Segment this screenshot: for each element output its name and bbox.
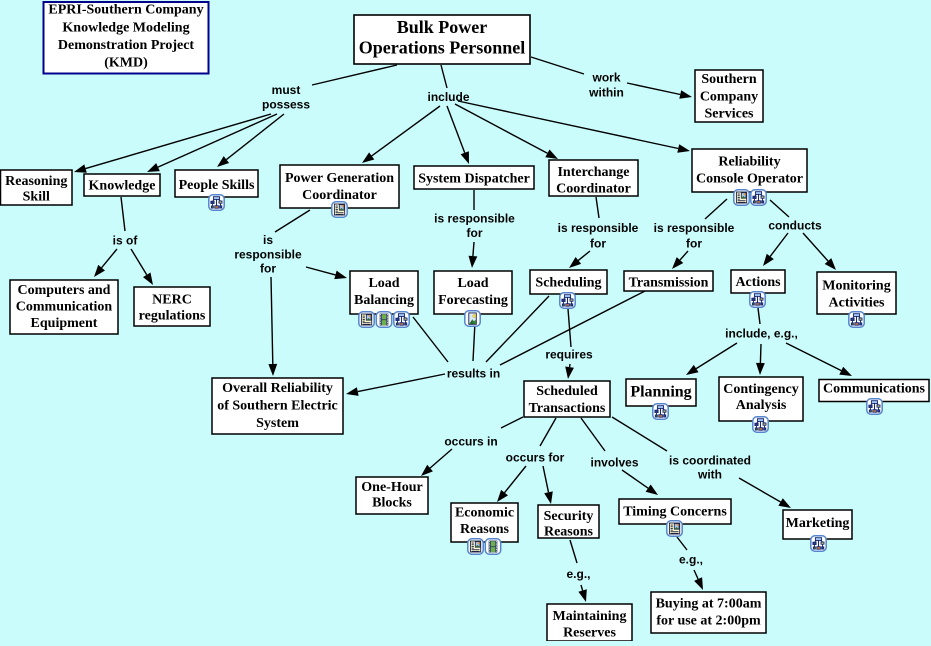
svg-text:possess: possess [262,98,310,112]
svg-text:Interchange: Interchange [557,165,629,180]
svg-text:for: for [467,226,483,240]
svg-text:Scheduled: Scheduled [536,384,598,399]
svg-text:Coordinator: Coordinator [556,182,631,197]
svg-text:Bulk Power: Bulk Power [397,17,488,37]
svg-text:Power Generation: Power Generation [285,171,394,186]
svg-text:include, e.g.,: include, e.g., [725,327,798,341]
svg-text:Skill: Skill [23,190,50,205]
svg-text:Scheduling: Scheduling [535,276,601,291]
svg-text:Communication: Communication [16,300,113,315]
svg-text:Analysis: Analysis [736,398,787,413]
svg-text:Security: Security [544,509,594,524]
svg-text:is: is [263,233,273,247]
svg-text:Company: Company [700,90,758,105]
svg-text:Transmission: Transmission [629,276,709,291]
svg-text:Actions: Actions [735,275,781,290]
svg-text:EPRI-Southern Company: EPRI-Southern Company [48,3,203,18]
svg-text:Blocks: Blocks [372,496,412,511]
svg-text:of Southern Electric: of Southern Electric [217,399,338,414]
svg-text:for: for [686,237,702,251]
svg-text:occurs for: occurs for [506,451,565,465]
svg-text:Equipment: Equipment [31,316,98,331]
svg-text:responsible: responsible [234,248,302,262]
svg-text:Computers and: Computers and [18,283,111,298]
svg-text:involves: involves [590,456,638,470]
svg-text:Economic: Economic [455,506,514,521]
svg-text:occurs in: occurs in [444,435,497,449]
svg-text:Southern: Southern [701,72,756,87]
svg-text:Knowledge Modeling: Knowledge Modeling [62,21,189,36]
svg-text:Monitoring: Monitoring [822,279,890,294]
svg-text:Console Operator: Console Operator [696,172,803,187]
svg-text:Operations Personnel: Operations Personnel [359,38,526,58]
svg-text:with: with [697,468,722,482]
svg-text:Reliability: Reliability [718,155,780,170]
svg-text:NERC: NERC [152,293,192,308]
svg-text:Balancing: Balancing [354,293,414,308]
svg-text:Buying at 7:00am: Buying at 7:00am [656,597,762,612]
svg-text:Maintaining: Maintaining [553,609,627,624]
svg-text:Reasons: Reasons [544,525,594,540]
svg-text:requires: requires [545,348,593,362]
svg-text:is coordinated: is coordinated [669,454,751,468]
svg-text:Reasons: Reasons [460,522,510,537]
svg-text:e.g.,: e.g., [566,567,590,581]
svg-text:within: within [588,86,624,100]
svg-text:Marketing: Marketing [786,516,850,531]
svg-text:One-Hour: One-Hour [361,480,422,495]
svg-text:Contingency: Contingency [723,382,798,397]
svg-text:work: work [591,71,620,85]
svg-text:Load: Load [457,276,488,291]
svg-text:Knowledge: Knowledge [89,179,156,194]
svg-text:Communications: Communications [823,382,925,397]
svg-text:for use at 2:00pm: for use at 2:00pm [656,614,761,629]
svg-text:regulations: regulations [139,309,206,324]
svg-text:Forecasting: Forecasting [438,293,508,308]
svg-text:is responsible: is responsible [558,221,639,235]
svg-text:System Dispatcher: System Dispatcher [418,172,530,187]
svg-text:results in: results in [447,367,500,381]
svg-text:must: must [272,83,301,97]
svg-text:is of: is of [113,234,139,248]
svg-text:Services: Services [705,107,755,122]
svg-text:is responsible: is responsible [654,221,735,235]
svg-text:People Skills: People Skills [179,178,255,193]
svg-text:for: for [260,262,276,276]
svg-text:Reserves: Reserves [563,626,616,641]
svg-text:Activities: Activities [829,296,886,311]
svg-text:Load: Load [368,276,399,291]
svg-text:conducts: conducts [768,219,822,233]
svg-text:Reasoning: Reasoning [5,174,67,189]
svg-text:System: System [256,416,299,431]
svg-text:e.g.,: e.g., [679,553,703,567]
svg-text:Transactions: Transactions [529,401,606,416]
svg-text:Demonstration Project: Demonstration Project [58,38,195,53]
svg-text:Planning: Planning [630,384,691,401]
svg-text:(KMD): (KMD) [104,56,148,71]
svg-text:Timing Concerns: Timing Concerns [623,505,727,520]
svg-text:for: for [590,237,606,251]
svg-text:Coordinator: Coordinator [302,188,377,203]
svg-text:Overall Reliability: Overall Reliability [222,381,333,396]
svg-text:include: include [427,90,469,104]
svg-text:is responsible: is responsible [434,212,515,226]
